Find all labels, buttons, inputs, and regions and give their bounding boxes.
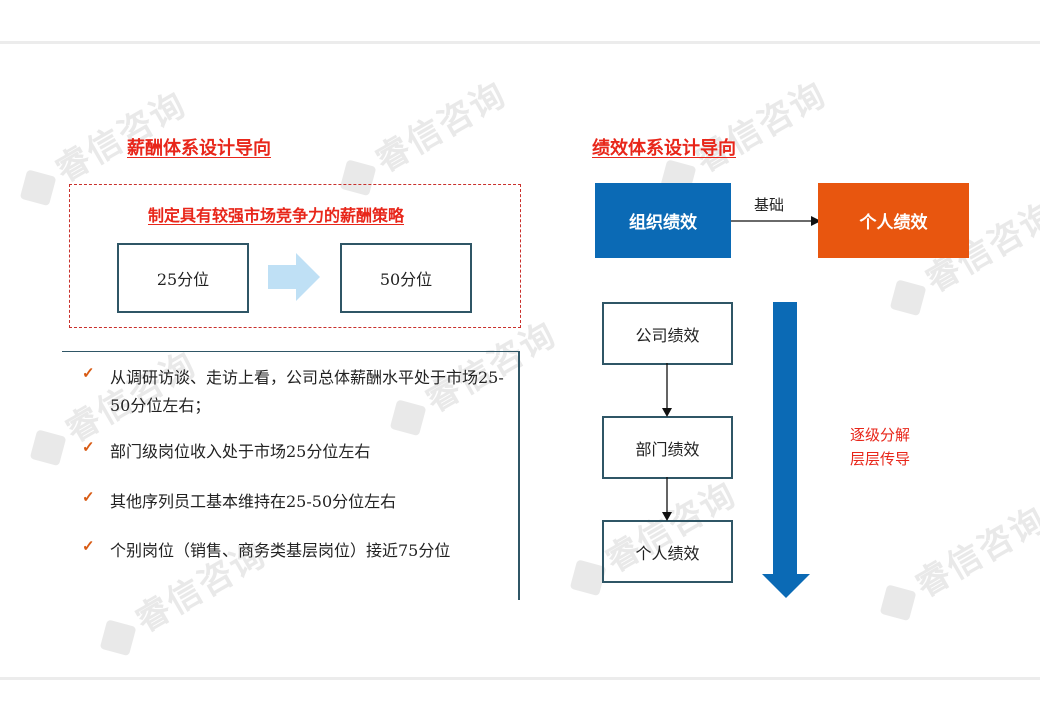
right-arrow-icon bbox=[268, 253, 320, 301]
bullet-text: 其他序列员工基本维持在25-50分位左右 bbox=[110, 492, 397, 511]
bullet-text: 部门级岗位收入处于市场25分位左右 bbox=[110, 442, 371, 461]
check-icon: ✓ bbox=[82, 438, 95, 456]
strategy-title: 制定具有较强市场竞争力的薪酬策略 bbox=[148, 206, 405, 225]
check-icon: ✓ bbox=[82, 537, 95, 555]
bullet-text: 从调研访谈、走访上看，公司总体薪酬水平处于市场25-50分位左右； bbox=[110, 368, 504, 415]
percentile-25-box: 25分位 bbox=[117, 243, 249, 313]
individual-performance-box: 个人绩效 bbox=[602, 520, 733, 583]
strategy-dashed-box bbox=[69, 184, 521, 328]
company-performance-box: 公司绩效 bbox=[602, 302, 733, 365]
top-divider bbox=[0, 41, 1040, 44]
compensation-section-title: 薪酬体系设计导向 bbox=[127, 138, 271, 159]
bottom-divider bbox=[0, 677, 1040, 680]
cascade-arrow-icon bbox=[762, 302, 810, 598]
performance-section-title: 绩效体系设计导向 bbox=[592, 138, 736, 159]
down-arrow-icon bbox=[662, 477, 672, 521]
bullet-item: ✓ 从调研访谈、走访上看，公司总体薪酬水平处于市场25-50分位左右； bbox=[82, 364, 510, 420]
cascade-label: 逐级分解 bbox=[850, 426, 911, 444]
bullets-panel-right-border bbox=[518, 351, 520, 600]
bullet-text: 个别岗位（销售、商务类基层岗位）接近75分位 bbox=[110, 541, 451, 560]
bullets-panel-top-border bbox=[62, 351, 520, 352]
check-icon: ✓ bbox=[82, 364, 95, 382]
check-icon: ✓ bbox=[82, 488, 95, 506]
department-performance-box: 部门绩效 bbox=[602, 416, 733, 479]
bullet-item: ✓ 个别岗位（销售、商务类基层岗位）接近75分位 bbox=[82, 537, 510, 565]
org-performance-box: 组织绩效 bbox=[595, 183, 731, 258]
watermark-logo: 睿信咨询 bbox=[330, 67, 514, 201]
bullet-item: ✓ 部门级岗位收入处于市场25分位左右 bbox=[82, 438, 510, 466]
percentile-50-box: 50分位 bbox=[340, 243, 472, 313]
watermark-logo: 睿信咨询 bbox=[870, 492, 1040, 626]
cascade-label: 层层传导 bbox=[850, 450, 911, 468]
basis-label: 基础 bbox=[754, 196, 785, 214]
down-arrow-icon bbox=[662, 363, 672, 417]
bullet-item: ✓ 其他序列员工基本维持在25-50分位左右 bbox=[82, 488, 510, 516]
personal-performance-box: 个人绩效 bbox=[818, 183, 969, 258]
basis-arrow-icon bbox=[731, 216, 821, 226]
